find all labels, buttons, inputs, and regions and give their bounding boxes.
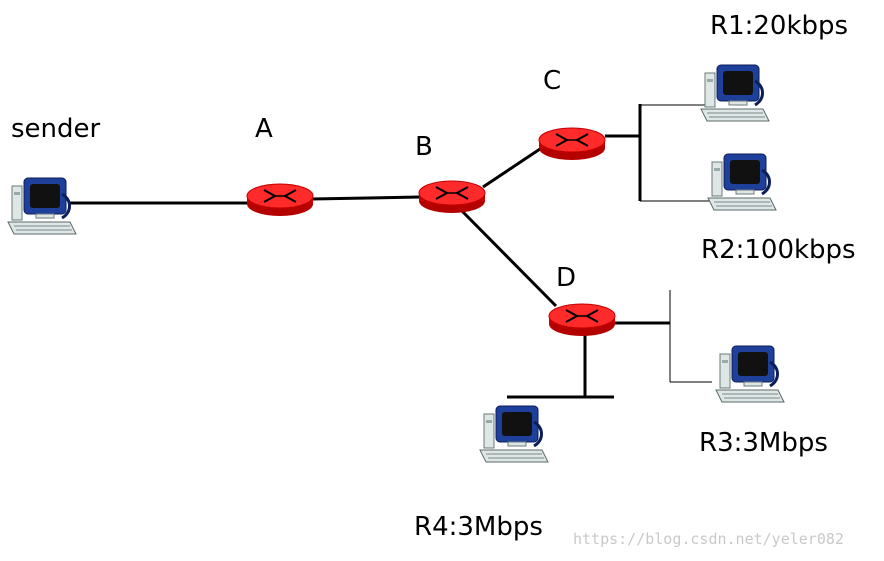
sender-label: sender <box>11 114 101 144</box>
receiver-R4-computer-icon <box>478 404 550 464</box>
receiver-R1-computer-icon <box>699 63 771 123</box>
node-D-label: D <box>556 263 577 293</box>
sender-computer-icon <box>6 176 78 236</box>
router-A-icon <box>246 183 314 217</box>
router-D-icon <box>548 303 616 337</box>
receiver-R2-computer-icon <box>706 152 778 212</box>
links <box>70 104 712 399</box>
watermark: https://blog.csdn.net/yeler082 <box>573 530 844 548</box>
link-B-C <box>482 145 544 189</box>
link-B-D <box>460 209 558 308</box>
router-C-icon <box>538 127 606 161</box>
router-B-icon <box>418 180 486 214</box>
node-A-label: A <box>255 114 273 144</box>
node-C-label: C <box>543 66 562 96</box>
node-B-label: B <box>415 132 433 162</box>
receiver-R4-label: R4:3Mbps <box>414 512 543 542</box>
receiver-R2-label: R2:100kbps <box>701 235 856 265</box>
receiver-R3-label: R3:3Mbps <box>699 428 828 458</box>
receiver-R3-computer-icon <box>714 344 786 404</box>
receiver-R1-label: R1:20kbps <box>710 11 849 41</box>
link-A-B <box>311 195 421 201</box>
